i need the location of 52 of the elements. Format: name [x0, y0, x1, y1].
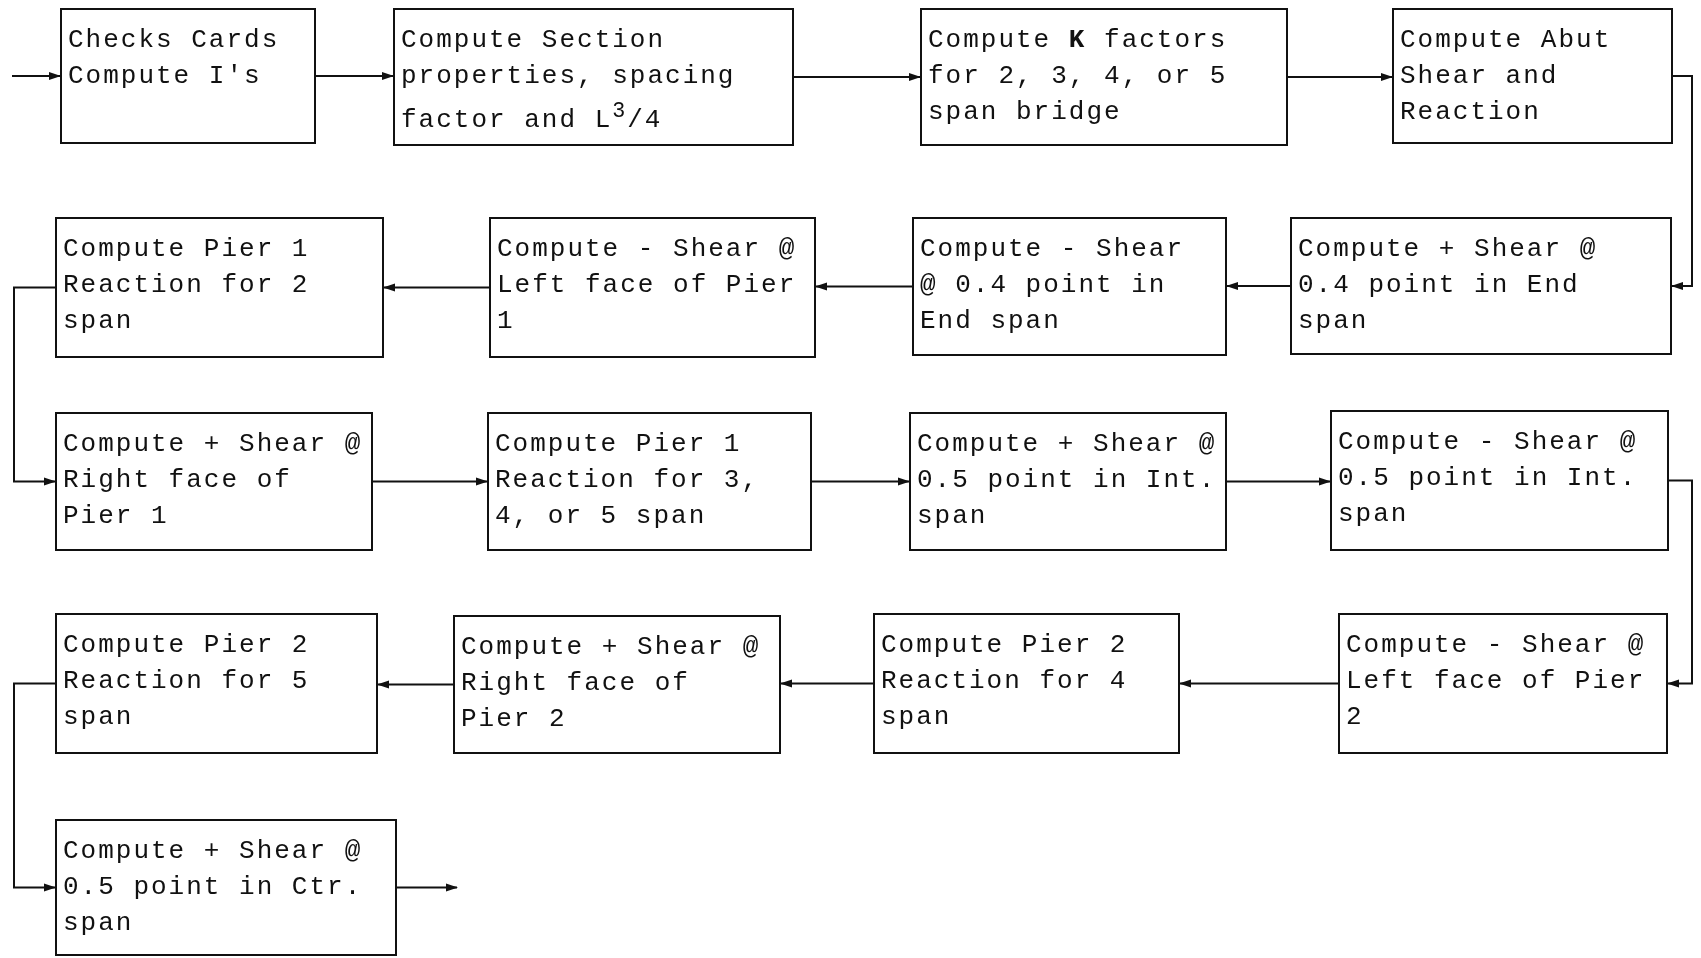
- arrow: [377, 680, 454, 689]
- arrow: [396, 883, 458, 892]
- box-text: Compute Pier 1 Reaction for 3, 4, or 5 span: [495, 428, 761, 533]
- process-box: [1330, 410, 1669, 551]
- process-box: [55, 613, 378, 754]
- arrow: [1179, 679, 1339, 688]
- box-text: Compute - Shear @ Left face of Pier 2: [1346, 629, 1647, 734]
- arrow: [815, 282, 913, 291]
- arrow: [780, 679, 874, 688]
- arrow: [13, 286, 56, 486]
- arrow: [372, 477, 488, 486]
- box-text: Compute K factors for 2, 3, 4, or 5 span bridge: [928, 24, 1229, 129]
- box-text: Compute - Shear @ 0.5 point in Int. span: [1338, 426, 1639, 531]
- process-box: [1392, 8, 1673, 144]
- process-box: [453, 615, 781, 754]
- process-box: [909, 412, 1227, 551]
- arrow: [1671, 75, 1693, 290]
- box-text: Compute + Shear @ Right face of Pier 1: [63, 428, 364, 533]
- box-text: Checks Cards Compute I's: [68, 24, 281, 93]
- process-box: [1290, 217, 1672, 355]
- box-text: Compute Pier 1 Reaction for 2 span: [63, 233, 311, 338]
- arrow: [1226, 477, 1331, 486]
- box-text: Compute - Shear @ 0.4 point in End span: [920, 233, 1186, 338]
- process-box: [60, 8, 316, 144]
- box-text: Compute + Shear @ 0.5 point in Ctr. span: [63, 835, 364, 940]
- process-box: [487, 412, 812, 551]
- arrow: [1667, 479, 1693, 688]
- arrow: [1226, 282, 1291, 290]
- process-box: [873, 613, 1180, 754]
- box-text: Compute + Shear @ 0.4 point in End span: [1298, 233, 1599, 338]
- process-box: [55, 217, 384, 358]
- process-box: [55, 412, 373, 551]
- box-text: Compute Section properties, spacing factor and L$^{3}$/4: [401, 24, 737, 137]
- process-box: [393, 8, 794, 146]
- arrow: [793, 73, 921, 81]
- box-text: Compute Pier 2 Reaction for 4 span: [881, 629, 1129, 734]
- process-box: [55, 819, 397, 956]
- arrow: [811, 477, 910, 486]
- box-text: Compute + Shear @ 0.5 point in Int. span: [917, 428, 1218, 533]
- process-box: [1338, 613, 1668, 754]
- process-box: [489, 217, 816, 358]
- arrow: [13, 682, 56, 892]
- box-text: Compute Abut Shear and Reaction: [1400, 24, 1613, 129]
- process-box: [912, 217, 1227, 356]
- box-text: Compute - Shear @ Left face of Pier 1: [497, 233, 798, 338]
- arrow: [1287, 73, 1393, 81]
- process-box: [920, 8, 1288, 146]
- arrow: [315, 72, 394, 80]
- box-text: Compute Pier 2 Reaction for 5 span: [63, 629, 311, 734]
- box-text: Compute + Shear @ Right face of Pier 2: [461, 631, 762, 736]
- arrow: [383, 283, 490, 292]
- arrow: [11, 72, 61, 80]
